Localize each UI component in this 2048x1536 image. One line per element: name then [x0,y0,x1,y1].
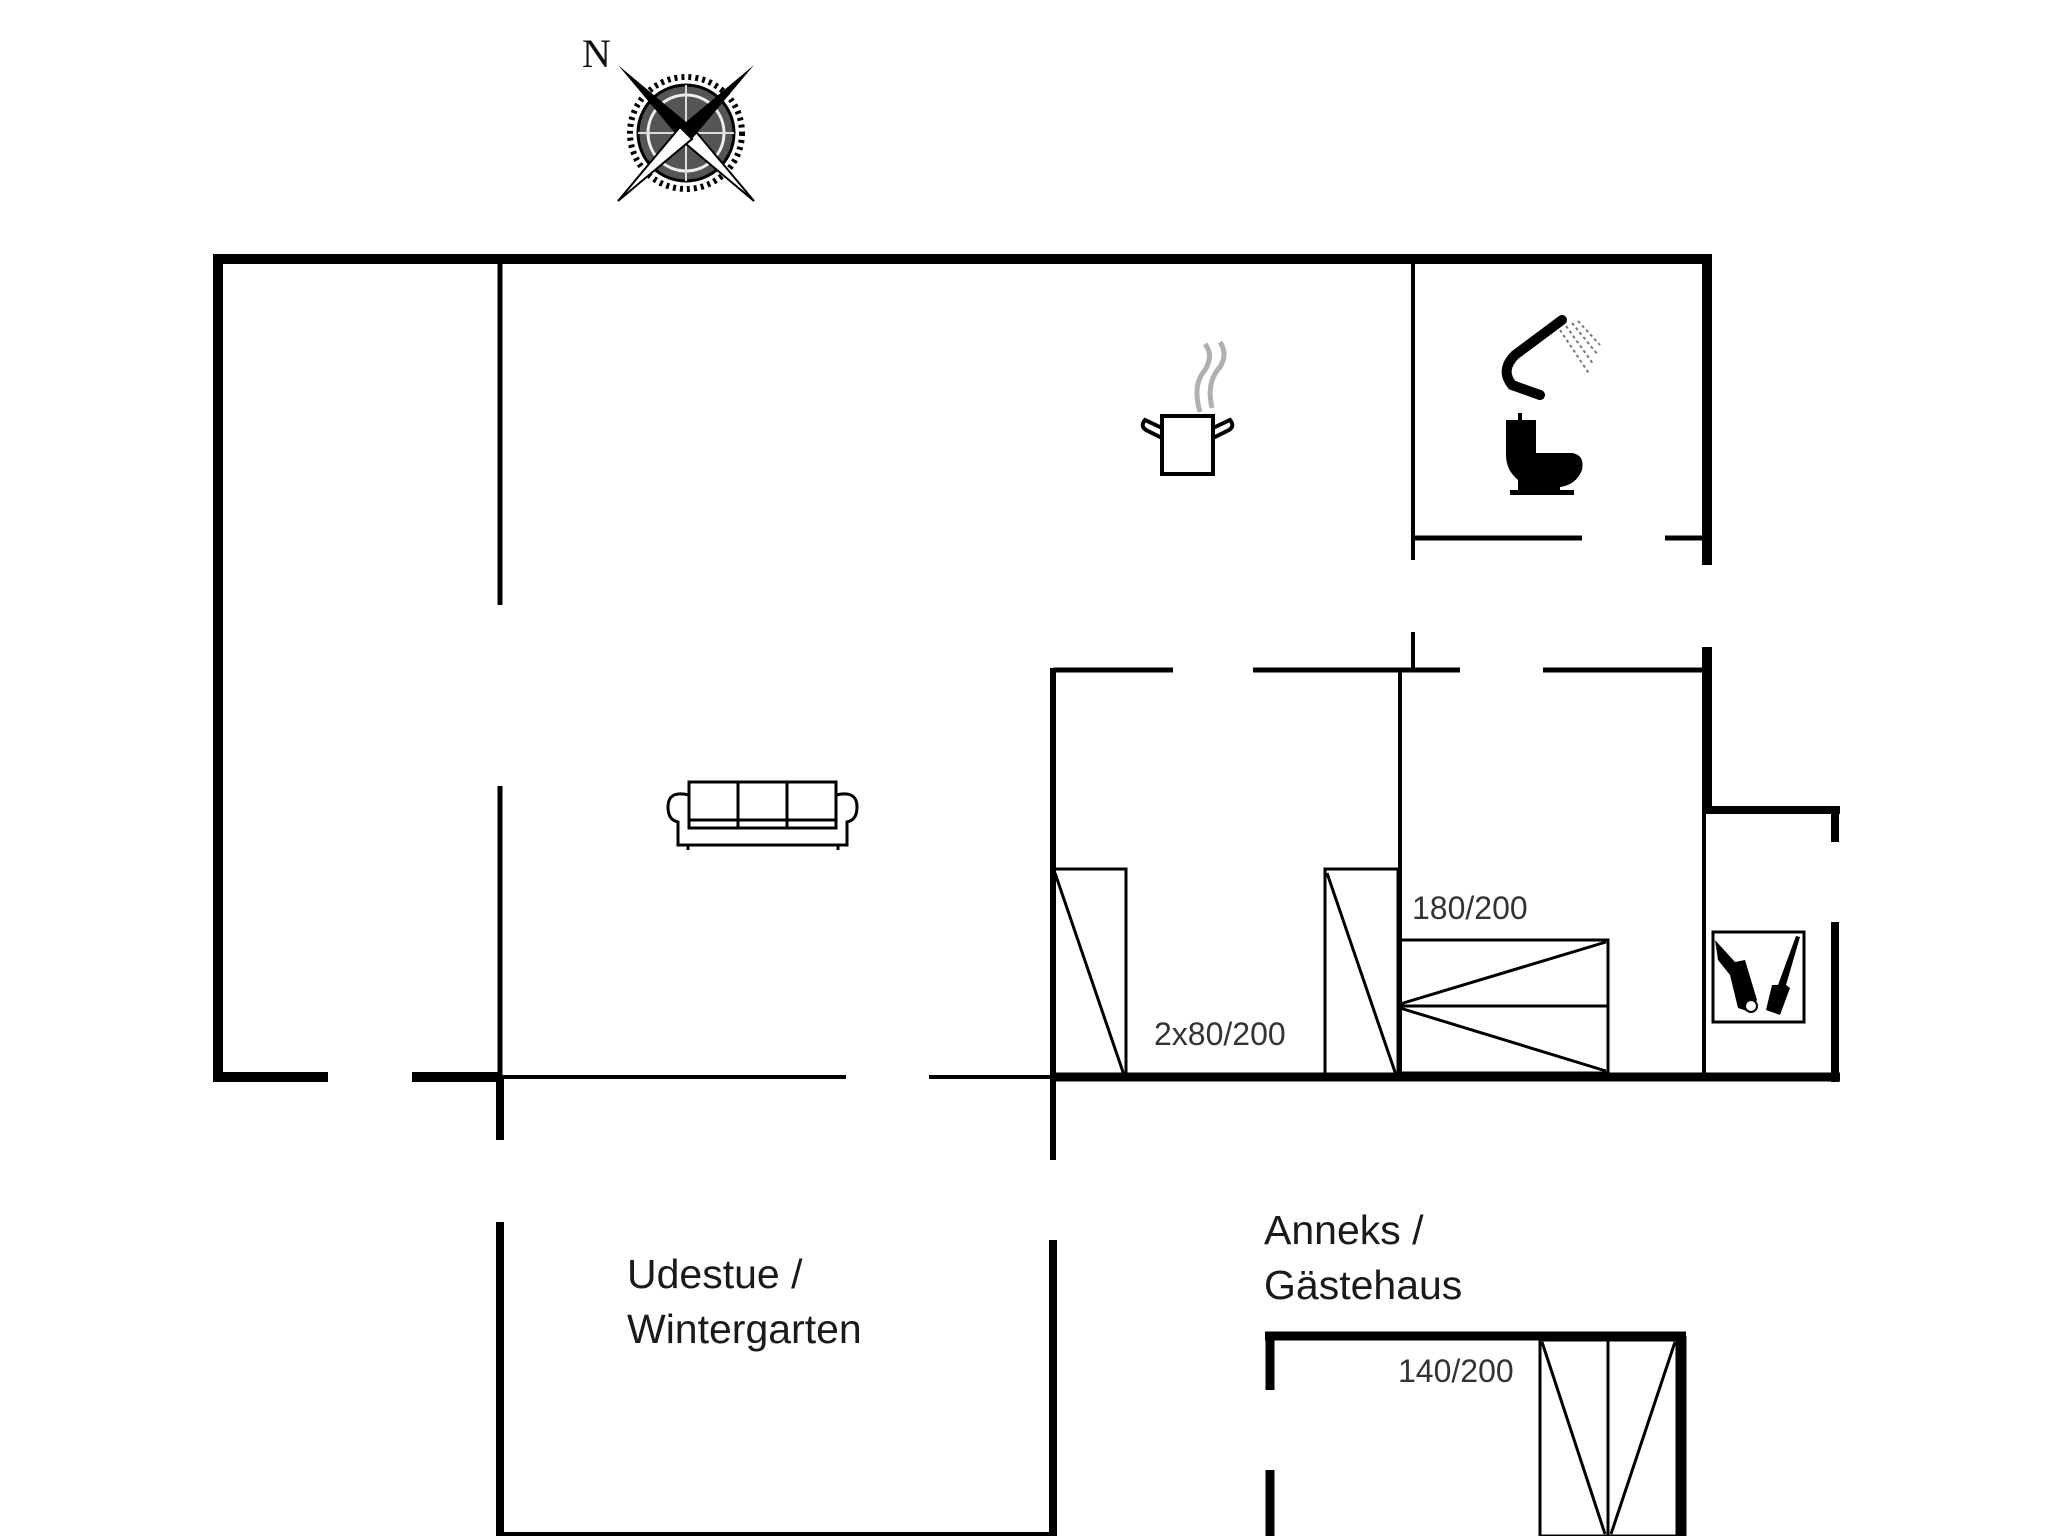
toilet-icon [1506,413,1583,495]
cooking-pot-icon [1140,340,1235,476]
walls [213,254,1840,1536]
sofa-icon [666,780,859,850]
vacuum-broom-icon [1711,930,1806,1024]
single-bed-left [1051,867,1128,1079]
bed-label-double-annex: 140/200 [1398,1353,1514,1389]
room-label-wintergarten: Udestue / Wintergarten [627,1247,862,1357]
double-bed-annex [1538,1338,1679,1536]
room-label-annex: Anneks / Gästehaus [1264,1203,1462,1313]
beds [1051,867,1679,1536]
room-label-line1: Anneks / [1264,1207,1424,1253]
double-bed-main [1398,938,1610,1075]
room-label-line2: Gästehaus [1264,1262,1463,1308]
bed-label-twin: 2x80/200 [1154,1016,1286,1052]
compass-rose-icon [617,65,755,202]
shower-icon [1501,315,1601,400]
compass-north-label: N [582,31,611,76]
bed-label-double-main: 180/200 [1412,890,1528,926]
single-bed-right [1323,867,1400,1079]
room-label-line1: Udestue / [627,1251,803,1297]
room-label-line2: Wintergarten [627,1306,862,1352]
